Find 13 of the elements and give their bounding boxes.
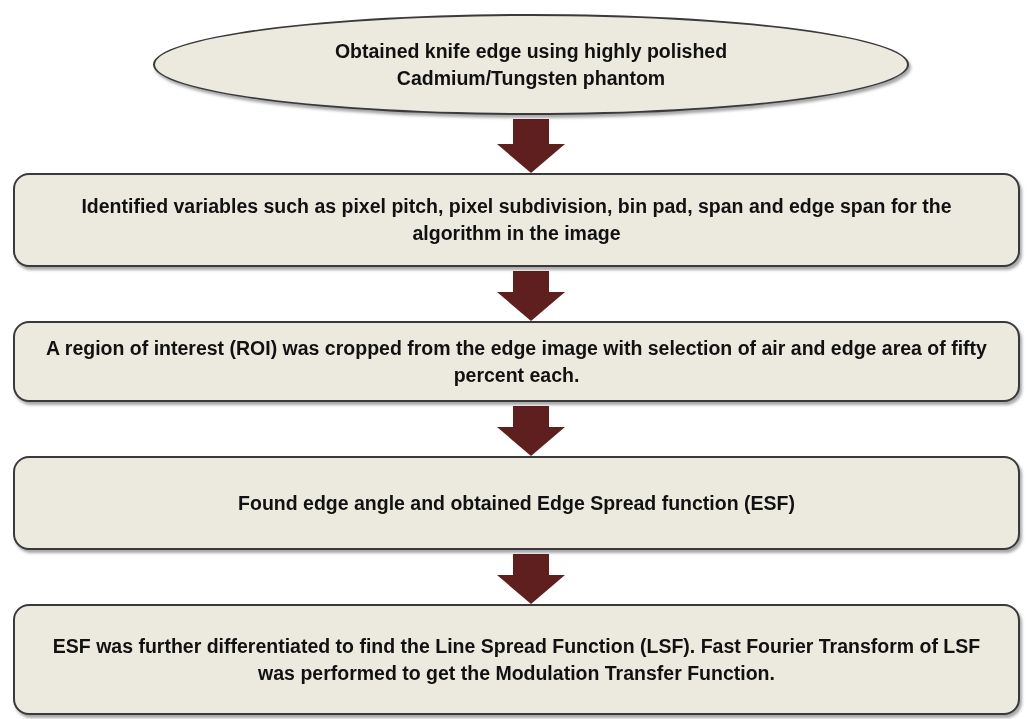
block-arrow <box>497 406 565 456</box>
process-box <box>13 604 1020 715</box>
step-text: A region of interest (ROI) was cropped from the edge image with selection of air and edge area of fifty percent each. <box>45 335 988 388</box>
process-box <box>13 456 1020 550</box>
process-box <box>13 173 1020 267</box>
block-arrow <box>497 554 565 604</box>
step-text: Obtained knife edge using highly polished Cadmium/Tungsten phantom <box>333 38 729 91</box>
step-text: ESF was further differentiated to find the Line Spread Function (LSF). Fast Fourier Transform of LSF was performed to get the Modulation Transfer Function. <box>51 633 982 686</box>
block-arrow <box>497 271 565 321</box>
step-text: Found edge angle and obtained Edge Spread function (ESF) <box>238 490 795 516</box>
step-text: Identified variables such as pixel pitch, pixel subdivision, bin pad, span and edge span for the algorithm in the image <box>80 194 953 246</box>
block-arrow <box>497 119 565 173</box>
process-box <box>13 321 1020 402</box>
